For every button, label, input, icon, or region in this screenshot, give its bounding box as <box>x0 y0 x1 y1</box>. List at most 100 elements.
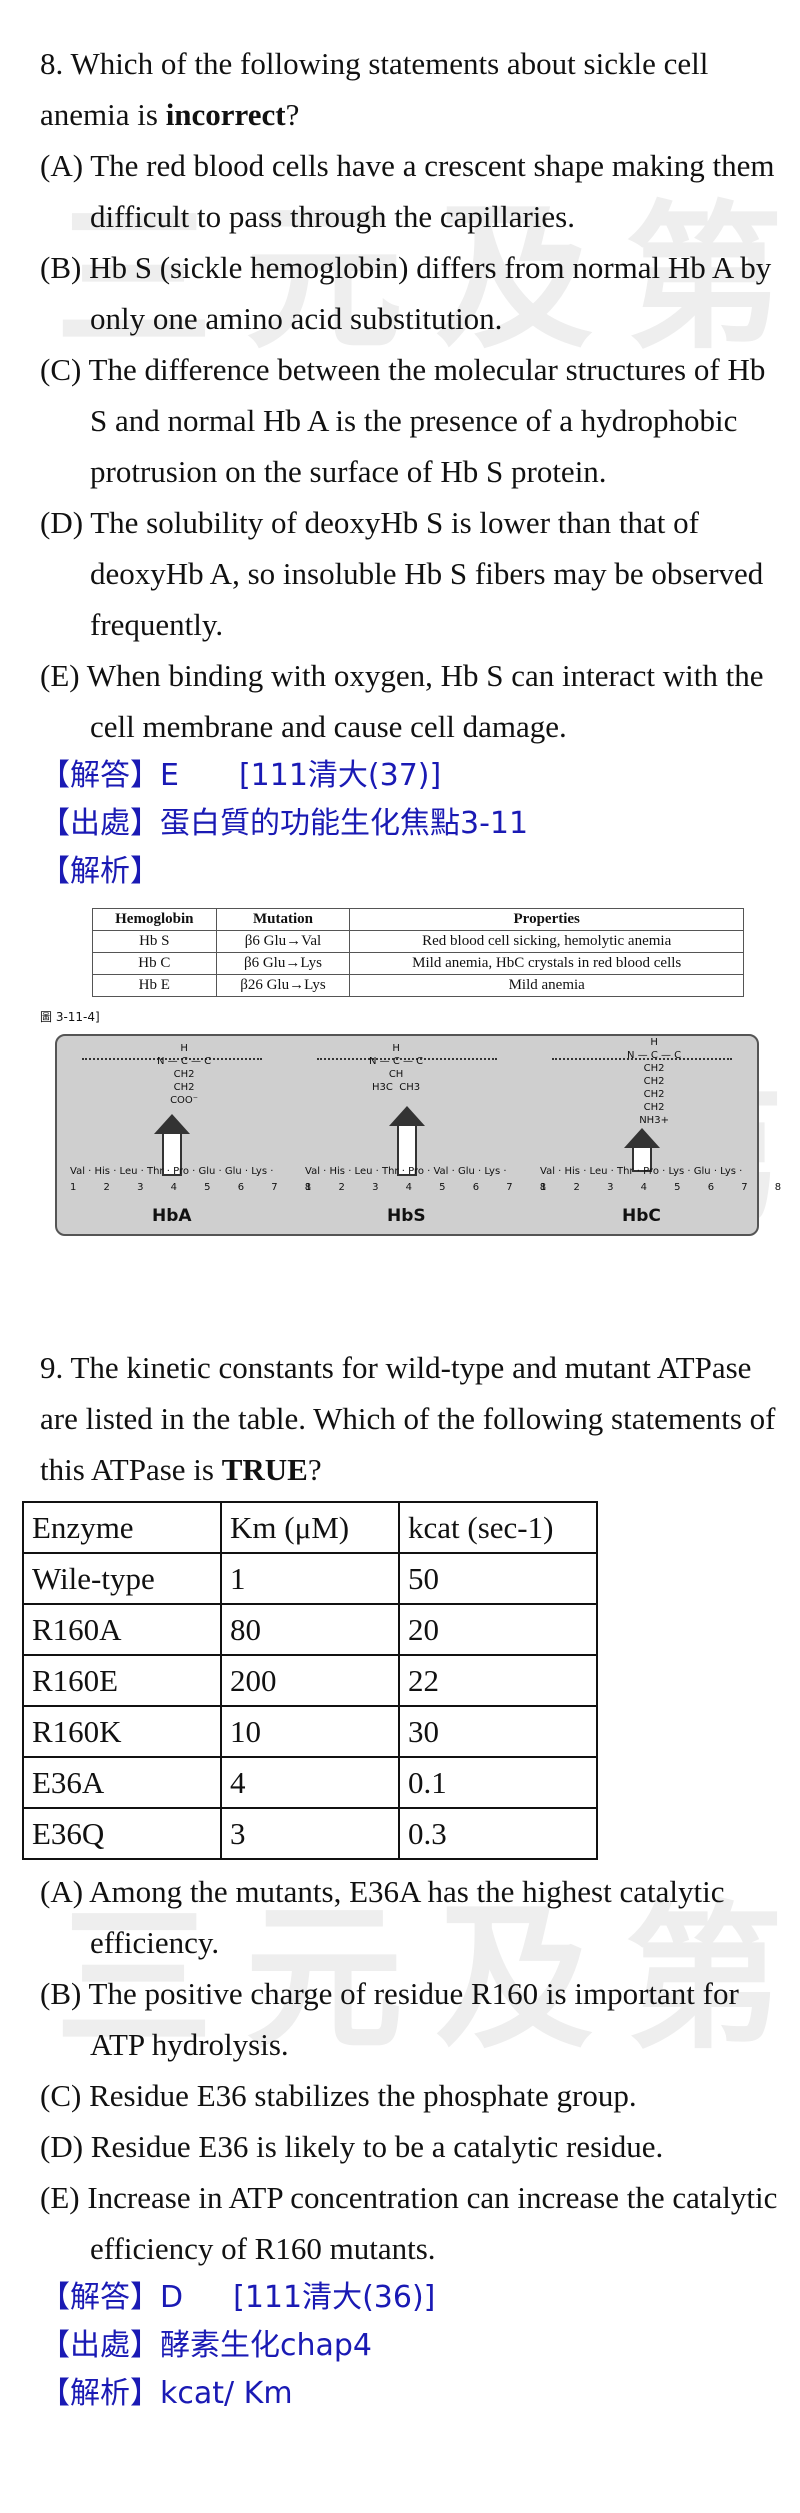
q8-answer: 【解答】E [111清大(37)] <box>40 752 780 800</box>
q8-option-d: (D) The solubility of deoxyHb S is lower… <box>40 505 764 642</box>
hb-header-properties: Properties <box>349 908 744 931</box>
table-cell: 0.1 <box>398 1756 598 1809</box>
table-cell: Hb E <box>92 974 217 997</box>
table-cell: Red blood cell sicking, hemolytic anemia <box>349 930 744 953</box>
q8-option-e: (E) When binding with oxygen, Hb S can i… <box>40 658 764 744</box>
hemoglobin-mutation-table: Hemoglobin Mutation Properties Hb S β6 G… <box>92 908 744 997</box>
table-row: Hb E β26 Glu→Lys Mild anemia <box>92 974 744 997</box>
table-cell: Hb S <box>92 930 217 953</box>
q8-analysis: 【解析】 <box>40 854 160 889</box>
sequence-numbers: 1 2 3 4 5 6 7 8 <box>305 1182 559 1193</box>
val-side-chain: H N — C — C CH H3C CH3 <box>369 1043 424 1093</box>
q8-stem-end: ? <box>285 97 300 132</box>
q8-source: 【出處】蛋白質的功能生化焦點3-11 <box>40 806 529 841</box>
table-cell: R160E <box>22 1654 222 1707</box>
header-km: Km (μM) <box>220 1501 400 1554</box>
q9-stem-text: 9. The kinetic constants for wild-type a… <box>40 1350 776 1487</box>
q9-source: 【出處】酵素生化chap4 <box>40 2328 373 2363</box>
arrow-shaft <box>397 1124 417 1176</box>
hemoglobin-figure: Hemoglobin Mutation Properties Hb S β6 G… <box>40 908 781 1296</box>
glu-side-chain: H N — C — C CH2 CH2 COO⁻ <box>157 1043 212 1106</box>
protein-chain-line <box>82 1058 262 1070</box>
q9-option-a: (A) Among the mutants, E36A has the high… <box>40 1874 725 1960</box>
table-cell: E36A <box>22 1756 222 1809</box>
q9-analysis: 【解析】kcat/ Km <box>40 2376 293 2411</box>
question-8-stem: 8. Which of the following statements abo… <box>40 38 780 140</box>
sequence-numbers: 1 2 3 4 5 6 7 8 <box>540 1182 794 1193</box>
panel-hba: H N — C — C CH2 CH2 COO⁻ Val · His · Leu… <box>62 1036 311 1234</box>
table-cell: Mild anemia, HbC crystals in red blood c… <box>349 952 744 975</box>
q8-stem-text: 8. Which of the following statements abo… <box>40 46 709 132</box>
q8-answer-label: 【解答】E <box>40 758 179 793</box>
label-hbs: HbS <box>387 1206 426 1226</box>
table-cell: 1 <box>220 1552 400 1605</box>
q8-option-c: (C) The difference between the molecular… <box>40 352 766 489</box>
q9-answer: 【解答】D [111清大(36)] <box>40 2274 780 2322</box>
table-cell: 200 <box>220 1654 400 1707</box>
figure-label: 圖 3-11-4] <box>40 1010 100 1024</box>
header-kcat: kcat (sec-1) <box>398 1501 598 1554</box>
table-cell: 4 <box>220 1756 400 1809</box>
sequence-hbs: Val · His · Leu · Thr · Pro · Val · Glu … <box>305 1166 507 1177</box>
protein-chain-line <box>317 1058 497 1070</box>
q8-option-b: (B) Hb S (sickle hemoglobin) differs fro… <box>40 250 772 336</box>
table-row: Hb S β6 Glu→Val Red blood cell sicking, … <box>92 930 744 953</box>
sequence-hba: Val · His · Leu · Thr · Pro · Glu · Glu … <box>70 1166 274 1177</box>
document-body: 8. Which of the following statements abo… <box>22 38 781 2418</box>
q9-answer-label: 【解答】D <box>40 2280 184 2315</box>
q9-answer-ref: [111清大(36)] <box>233 2280 436 2315</box>
table-cell: 10 <box>220 1705 400 1758</box>
table-cell: β26 Glu→Lys <box>215 974 351 997</box>
hb-header-hemoglobin: Hemoglobin <box>92 908 217 931</box>
table-cell: 20 <box>398 1603 598 1656</box>
q8-stem-emphasis: incorrect <box>165 97 286 132</box>
table-cell: Mild anemia <box>349 974 744 997</box>
watermark-bottom: 三元及第 <box>55 1887 800 2071</box>
q8-option-a: (A) The red blood cells have a crescent … <box>40 148 775 234</box>
q9-stem-emphasis: TRUE <box>221 1452 308 1487</box>
hb-header-mutation: Mutation <box>215 908 351 931</box>
sequence-numbers: 1 2 3 4 5 6 7 8 <box>70 1182 324 1193</box>
table-cell: Wile-type <box>22 1552 222 1605</box>
label-hba: HbA <box>152 1206 192 1226</box>
arrow-up-icon <box>389 1106 425 1126</box>
q9-option-b: (B) The positive charge of residue R160 … <box>40 1976 739 2062</box>
table-cell: β6 Glu→Val <box>215 930 351 953</box>
arrow-up-icon <box>154 1114 190 1134</box>
arrow-shaft <box>162 1132 182 1176</box>
table-cell: R160K <box>22 1705 222 1758</box>
table-cell: 80 <box>220 1603 400 1656</box>
table-cell: 22 <box>398 1654 598 1707</box>
arrow-shaft <box>632 1146 652 1172</box>
table-cell: 30 <box>398 1705 598 1758</box>
panel-hbc: H N — C — C CH2 CH2 CH2 CH2 NH3+ Val · H… <box>532 1036 781 1234</box>
arrow-up-icon <box>624 1128 660 1148</box>
table-cell: 50 <box>398 1552 598 1605</box>
label-hbc: HbC <box>622 1206 661 1226</box>
panel-hbs: H N — C — C CH H3C CH3 Val · His · Leu ·… <box>297 1036 546 1234</box>
q9-option-d: (D) Residue E36 is likely to be a cataly… <box>40 2129 664 2164</box>
table-cell: 3 <box>220 1807 400 1860</box>
protein-chain-line <box>552 1058 732 1070</box>
q9-stem-end: ? <box>307 1452 322 1487</box>
table-cell: E36Q <box>22 1807 222 1860</box>
question-9-stem: 9. The kinetic constants for wild-type a… <box>40 1342 780 1495</box>
watermark-top: 三元及第 <box>55 187 800 371</box>
table-cell: Hb C <box>92 952 217 975</box>
table-header-row: Enzyme Km (μM) kcat (sec-1) <box>22 1501 598 1554</box>
table-cell: R160A <box>22 1603 222 1656</box>
sequence-hbc: Val · His · Leu · Thr · Pro · Lys · Glu … <box>540 1166 743 1177</box>
table-cell: 0.3 <box>398 1807 598 1860</box>
q8-answer-ref: [111清大(37)] <box>238 758 442 793</box>
table-row: Hb C β6 Glu→Lys Mild anemia, HbC crystal… <box>92 952 744 975</box>
q9-option-c: (C) Residue E36 stabilizes the phosphate… <box>40 2078 637 2113</box>
lys-side-chain: H N — C — C CH2 CH2 CH2 CH2 NH3+ <box>627 1037 682 1126</box>
table-cell: β6 Glu→Lys <box>215 952 351 975</box>
